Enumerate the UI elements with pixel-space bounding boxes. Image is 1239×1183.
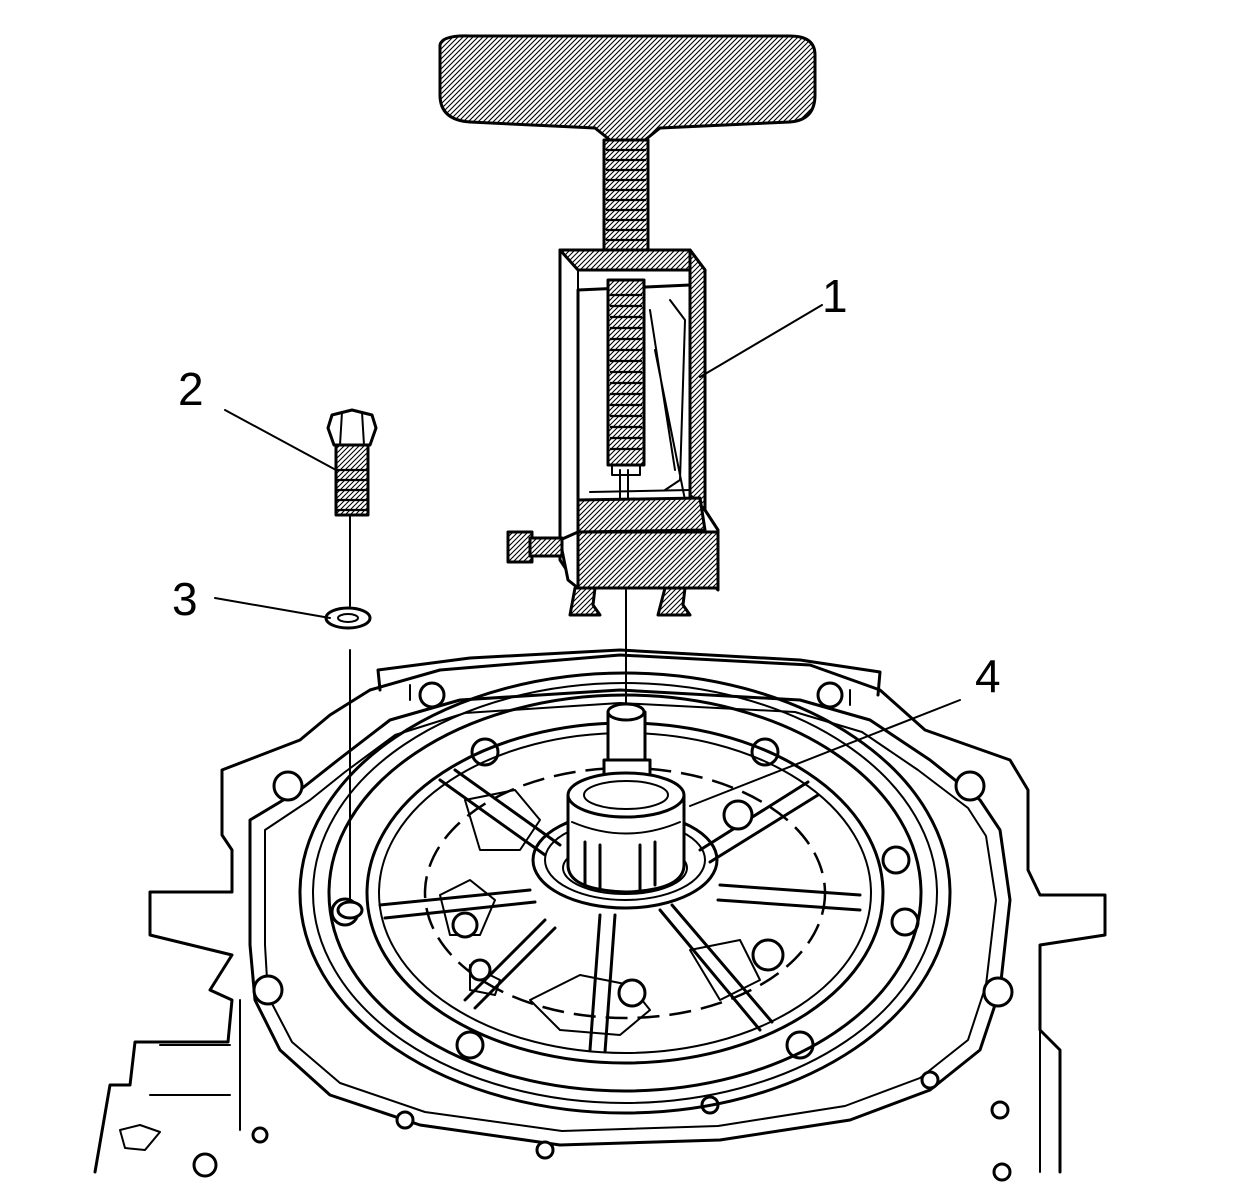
callout-2: 2 <box>178 363 204 415</box>
callout-3: 3 <box>172 573 198 625</box>
callout-4: 4 <box>975 650 1001 702</box>
leader-lines <box>214 304 961 807</box>
bolt <box>326 408 378 517</box>
transmission-case <box>93 648 1107 1182</box>
bearing-assembly <box>566 702 686 894</box>
screw-threads-upper <box>606 148 646 242</box>
washer <box>324 606 372 630</box>
screw-threads-lower <box>610 293 642 451</box>
alignment-lines <box>349 514 627 903</box>
bolt-threads <box>336 468 368 512</box>
callout-1: 1 <box>822 270 848 322</box>
puller-tool <box>438 34 817 617</box>
